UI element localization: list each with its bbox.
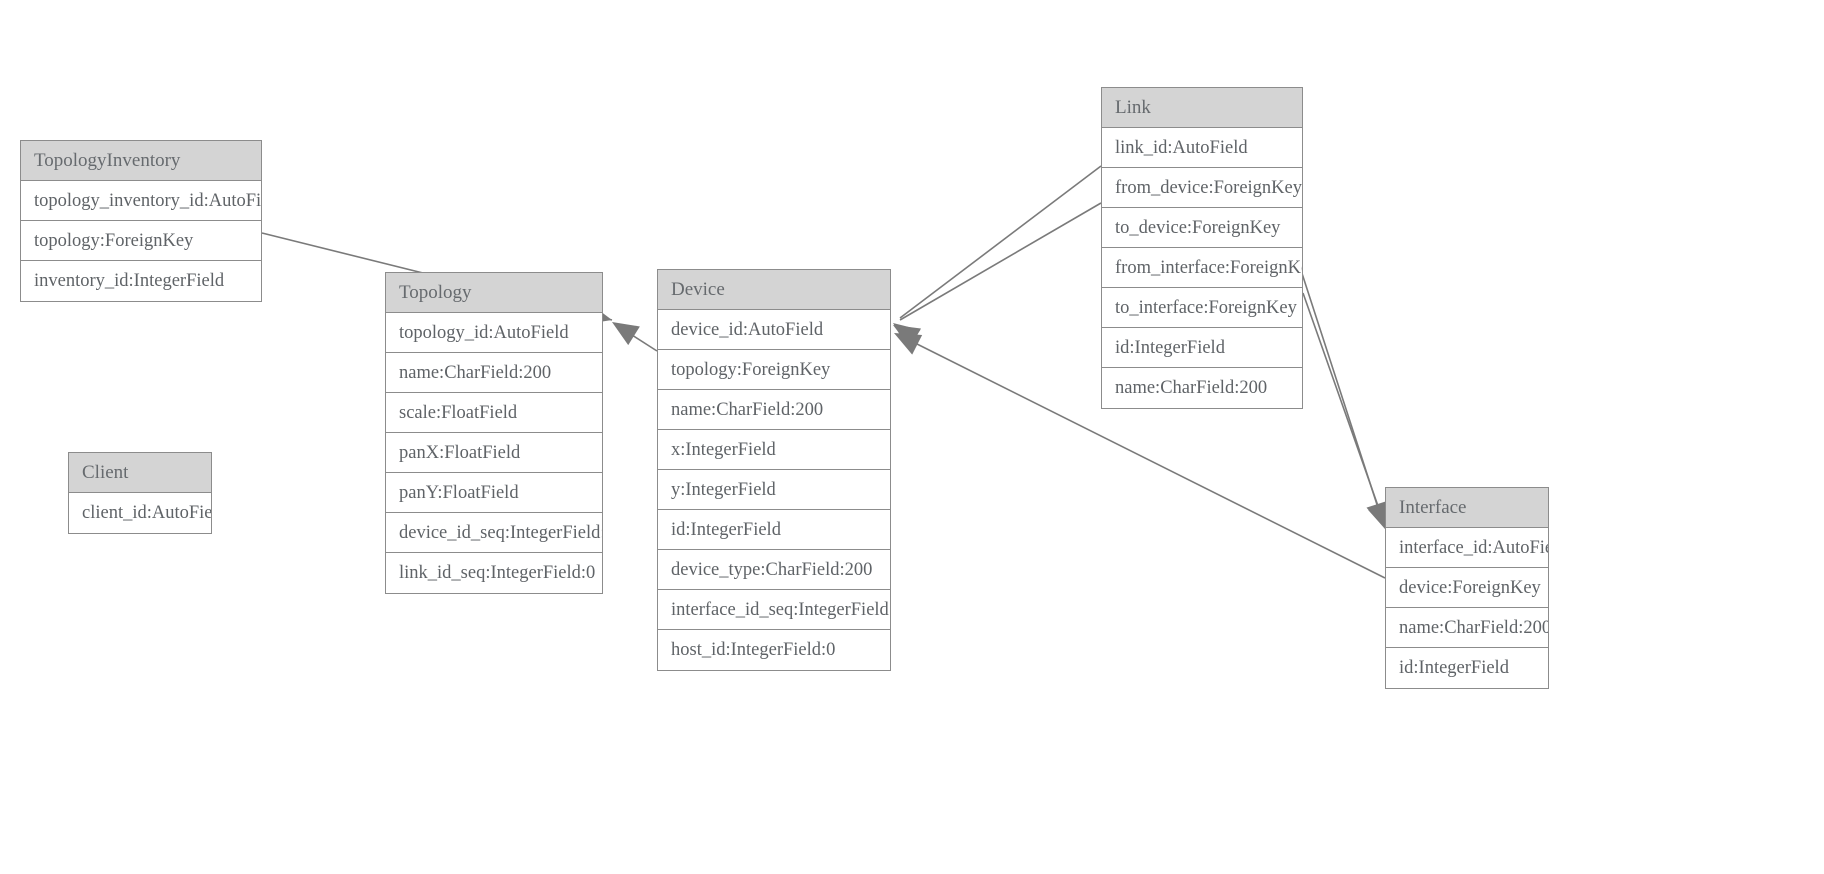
- entity-title-client: Client: [69, 453, 211, 493]
- entity-title-topology: Topology: [386, 273, 602, 313]
- relationship-arrowhead: [893, 323, 921, 348]
- relationship-link-from-device-to-device: [893, 165, 1102, 348]
- relationship-device-to-topology: [612, 322, 658, 352]
- entity-interface[interactable]: Interfaceinterface_id:AutoFielddevice:Fo…: [1385, 487, 1549, 689]
- entity-field: from_interface:ForeignKey: [1102, 248, 1302, 288]
- entity-field: x:IntegerField: [658, 430, 890, 470]
- entity-field: host_id:IntegerField:0: [658, 630, 890, 670]
- entity-title-link: Link: [1102, 88, 1302, 128]
- entity-field: name:CharField:200: [1386, 608, 1548, 648]
- entity-title-device: Device: [658, 270, 890, 310]
- entity-field: to_device:ForeignKey: [1102, 208, 1302, 248]
- entity-field: topology_id:AutoField: [386, 313, 602, 353]
- entity-field: scale:FloatField: [386, 393, 602, 433]
- entity-field: topology:ForeignKey: [658, 350, 890, 390]
- entity-field: id:IntegerField: [658, 510, 890, 550]
- entity-field: link_id:AutoField: [1102, 128, 1302, 168]
- entity-field: name:CharField:200: [658, 390, 890, 430]
- entity-field: from_device:ForeignKey: [1102, 168, 1302, 208]
- entity-field: interface_id_seq:IntegerField:0: [658, 590, 890, 630]
- entity-field: topology:ForeignKey: [21, 221, 261, 261]
- entity-field: y:IntegerField: [658, 470, 890, 510]
- entity-field: name:CharField:200: [1102, 368, 1302, 408]
- entity-field: device_id_seq:IntegerField:0: [386, 513, 602, 553]
- entity-field: panY:FloatField: [386, 473, 602, 513]
- entity-field: device_type:CharField:200: [658, 550, 890, 590]
- relationship-arrowhead: [612, 322, 640, 346]
- entity-field: name:CharField:200: [386, 353, 602, 393]
- entity-field: topology_inventory_id:AutoField: [21, 181, 261, 221]
- entity-field: id:IntegerField: [1386, 648, 1548, 688]
- relationship-arrowhead: [894, 333, 923, 355]
- relationship-arrowhead: [893, 325, 922, 348]
- relationship-link-from-interface-to-interface: [1296, 257, 1388, 529]
- relationship-link-to-device-to-device: [893, 202, 1102, 348]
- entity-field: device_id:AutoField: [658, 310, 890, 350]
- entity-title-interface: Interface: [1386, 488, 1548, 528]
- entity-field: link_id_seq:IntegerField:0: [386, 553, 602, 593]
- entity-field: inventory_id:IntegerField: [21, 261, 261, 301]
- entity-field: client_id:AutoField: [69, 493, 211, 533]
- entity-title-topology_inventory: TopologyInventory: [21, 141, 261, 181]
- entity-field: panX:FloatField: [386, 433, 602, 473]
- relationship-link-to-interface-to-interface: [1302, 292, 1389, 531]
- entity-field: to_interface:ForeignKey: [1102, 288, 1302, 328]
- entity-field: id:IntegerField: [1102, 328, 1302, 368]
- entity-field: interface_id:AutoField: [1386, 528, 1548, 568]
- entity-field: device:ForeignKey: [1386, 568, 1548, 608]
